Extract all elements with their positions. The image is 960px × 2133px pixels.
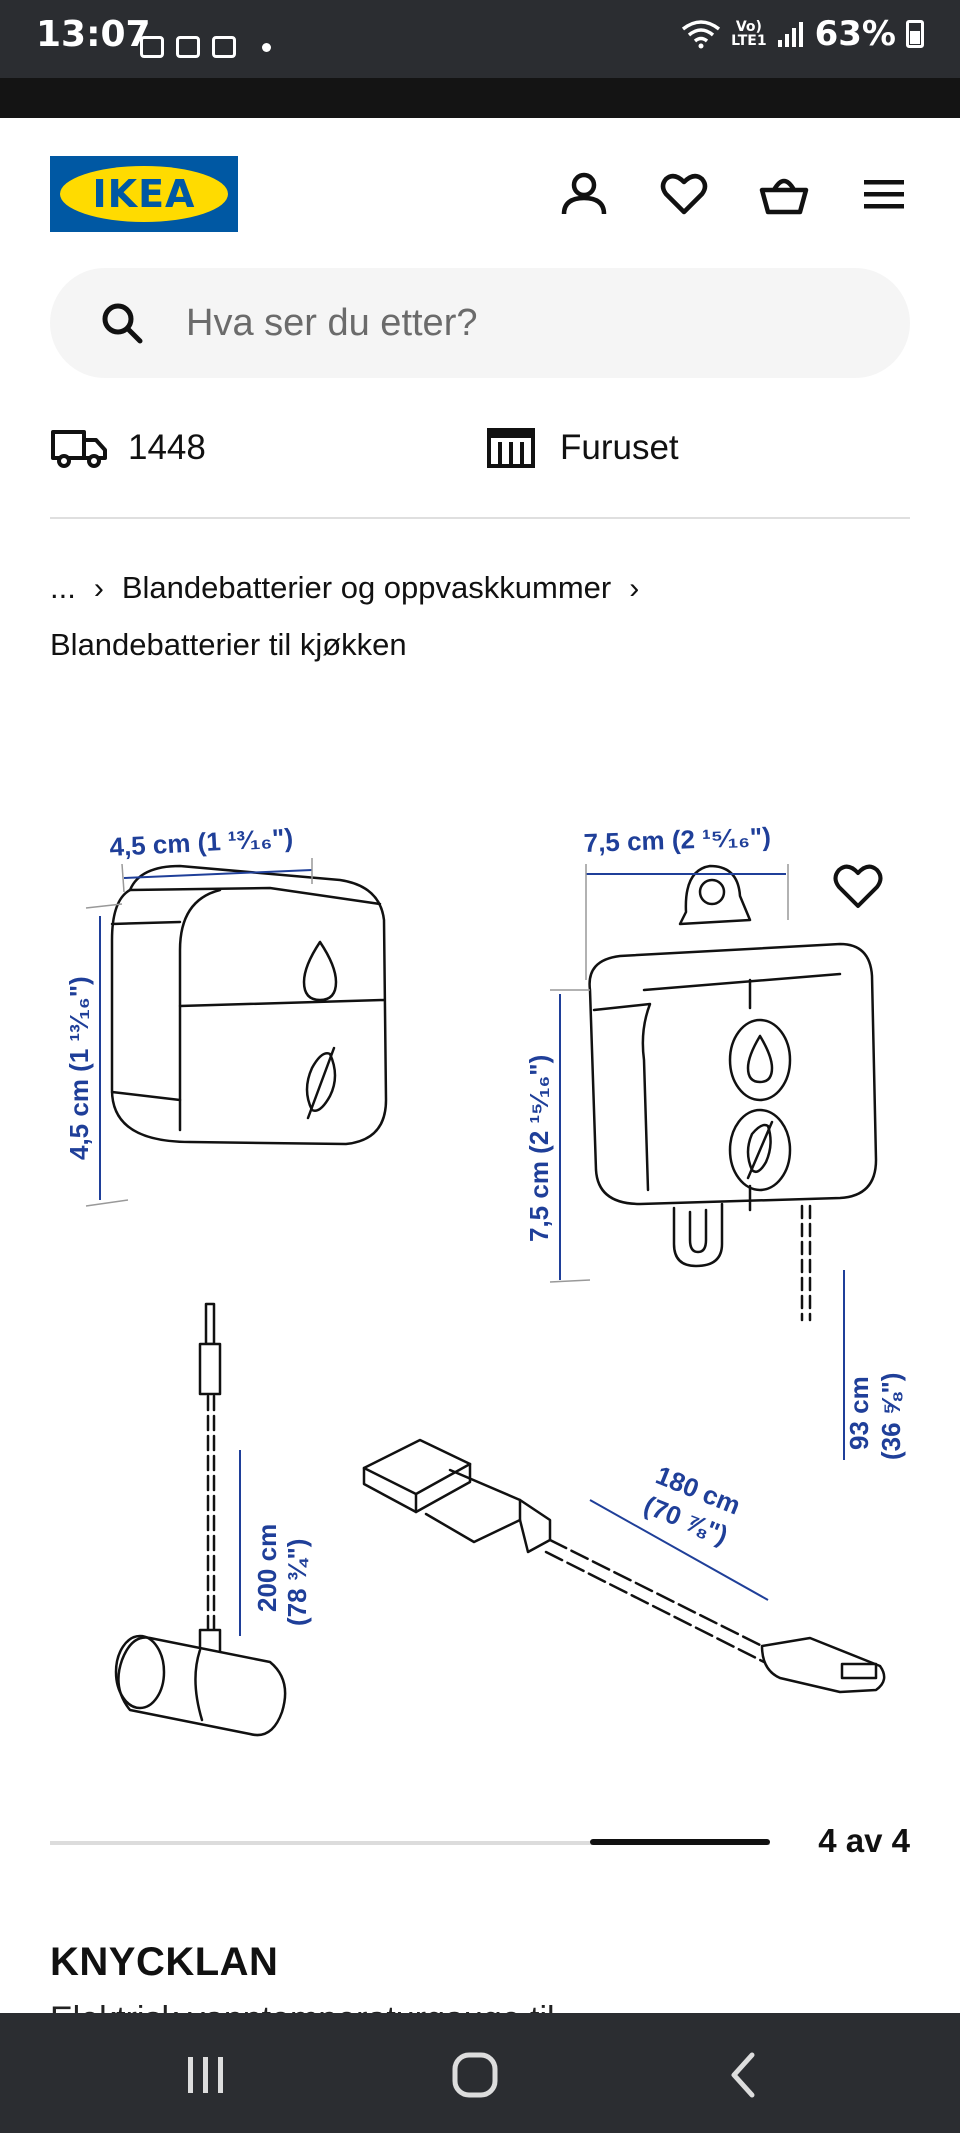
remote-drawing [110, 864, 388, 1146]
home-icon[interactable] [445, 2045, 505, 2105]
store-name: Furuset [560, 428, 679, 467]
signal-icon [777, 22, 803, 47]
gallery-counter: 4 av 4 [818, 1822, 910, 1859]
app-top-bar [0, 78, 960, 118]
search-icon[interactable] [98, 299, 146, 347]
box-height-label: 7,5 cm (2 ¹⁵⁄₁₆") [524, 1055, 554, 1242]
lte-indicator: Vo) LTE1 [731, 19, 767, 49]
breadcrumb: ... › Blandebatterier og oppvaskkummer › Bl… [50, 560, 910, 673]
delivery-postcode-selector[interactable]: 1448 [50, 420, 206, 476]
truck-icon [51, 430, 107, 468]
breadcrumb-ellipsis[interactable]: ... [50, 570, 76, 605]
status-right: Vo) LTE1 63% [681, 14, 924, 54]
header-divider [50, 517, 910, 519]
box-width-label: 7,5 cm (2 ¹⁵⁄₁₆") [583, 821, 771, 858]
chevron-right-icon: › [629, 572, 640, 605]
mail-icon [212, 36, 236, 58]
system-navigation-bar [0, 2013, 960, 2133]
remote-width-label: 4,5 cm (1 ¹³⁄₁₆") [109, 822, 294, 862]
gallery-icon [140, 36, 164, 58]
search-bar[interactable] [50, 268, 910, 378]
recent-apps-icon[interactable] [176, 2045, 236, 2105]
search-input[interactable] [186, 268, 866, 378]
chevron-right-icon: › [93, 572, 104, 605]
store-selector[interactable]: Furuset [486, 420, 679, 476]
logo-text: IKEA [60, 166, 228, 222]
breadcrumb-current[interactable]: Blandebatterier til kjøkken [50, 627, 407, 662]
postcode-text: 1448 [128, 428, 206, 467]
sensor-drawing [114, 1302, 287, 1737]
box-cable-label-1: 93 cm [844, 1376, 874, 1450]
ikea-logo[interactable]: IKEA [50, 156, 238, 232]
wifi-icon [682, 20, 721, 49]
product-name: KNYCKLAN [50, 1940, 279, 1984]
battery-percent: 63% [814, 14, 896, 54]
product-dimension-image[interactable]: 4,5 cm (1 ¹³⁄₁₆") 4,5 cm (1 ¹³⁄₁₆") 7,5 … [50, 800, 910, 1760]
heart-icon[interactable] [658, 168, 710, 220]
sensor-cable-label-1: 200 cm [252, 1524, 282, 1612]
gallery-progress-indicator [590, 1839, 770, 1845]
app-notification-icon [176, 36, 200, 58]
account-icon[interactable] [558, 168, 610, 220]
back-icon[interactable] [714, 2045, 774, 2105]
gallery-progress-track[interactable] [50, 1841, 770, 1845]
store-icon [487, 428, 535, 468]
battery-icon [906, 20, 924, 48]
shopping-bag-icon[interactable] [758, 168, 810, 220]
notification-icons [140, 36, 271, 58]
breadcrumb-category[interactable]: Blandebatterier og oppvaskkummer [121, 570, 612, 605]
more-notifications-icon [262, 42, 271, 52]
sensor-cable-label-2: (78 ¾") [282, 1539, 312, 1626]
box-drawing [588, 864, 878, 1322]
site-header: IKEA [0, 118, 960, 268]
status-time: 13:07 [36, 14, 151, 55]
box-cable-label-2: (36 ⅝") [876, 1373, 906, 1460]
menu-icon[interactable] [858, 168, 910, 220]
add-to-favourites-heart-icon[interactable] [830, 858, 886, 914]
usb-cable-drawing [362, 1438, 886, 1694]
remote-height-label: 4,5 cm (1 ¹³⁄₁₆") [64, 976, 94, 1160]
status-bar: 13:07 Vo) LTE1 63% [0, 0, 960, 78]
